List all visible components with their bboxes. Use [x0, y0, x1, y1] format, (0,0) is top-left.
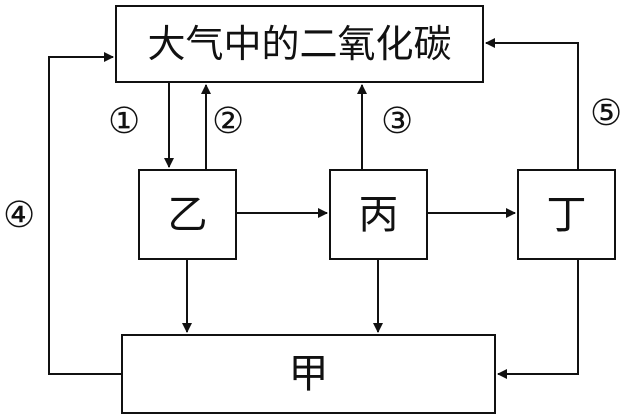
label-5: ⑤ — [590, 93, 623, 134]
arrow-5-ding-to-co2 — [485, 38, 579, 169]
label-1: ① — [108, 101, 141, 142]
label-3: ③ — [381, 101, 414, 142]
label-4: ④ — [3, 195, 36, 236]
box-ding-label: 丁 — [546, 191, 587, 238]
box-bing-label: 丙 — [358, 191, 399, 238]
box-atmospheric-co2: 大气中的二氧化碳 — [115, 5, 484, 83]
box-atmospheric-co2-label: 大气中的二氧化碳 — [147, 22, 452, 66]
box-yi: 乙 — [138, 169, 237, 260]
label-2: ② — [212, 101, 245, 142]
box-ding: 丁 — [517, 169, 616, 260]
arrow-4-jia-to-co2 — [48, 52, 121, 375]
box-yi-label: 乙 — [167, 191, 208, 238]
box-jia: 甲 — [121, 334, 496, 414]
box-jia-label: 甲 — [288, 351, 329, 397]
arrow-ding-to-jia — [497, 260, 579, 379]
box-bing: 丙 — [329, 169, 428, 260]
